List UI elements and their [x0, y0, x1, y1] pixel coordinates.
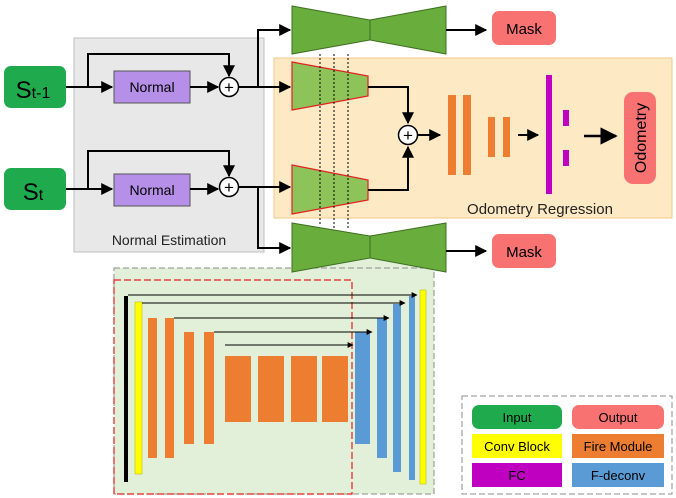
detail-encoder-dashed-box: [113, 279, 353, 495]
detail-skip-connections: [128, 292, 418, 348]
input-connections: [66, 53, 235, 195]
detail-input-bar: [124, 296, 128, 482]
svg-text:Fire Module: Fire Module: [584, 439, 653, 454]
fc-layer-small-bottom: [563, 150, 569, 166]
mask-output-bottom: [492, 234, 556, 268]
detail-fire-modules: [148, 318, 348, 458]
mask-decoder-bottom: [369, 222, 447, 273]
legend-item-fc: FC: [472, 463, 562, 487]
legend-item-conv-block: Conv Block: [472, 434, 562, 458]
svg-text:FC: FC: [508, 468, 525, 483]
svg-text:F-deconv: F-deconv: [591, 468, 646, 483]
mask-encoder-top: [291, 5, 371, 55]
detail-deconv-layers: [355, 296, 415, 480]
input-st-1-sub: t-1: [32, 85, 51, 102]
branch-connections: [239, 24, 292, 254]
normal-estimation-region: [73, 37, 265, 253]
odometry-encoder-bottom: [291, 164, 369, 215]
normal-box-bottom-label: Normal: [129, 182, 174, 198]
svg-text:+: +: [224, 178, 234, 197]
input-st-1: St-1: [4, 66, 66, 108]
legend-item-f-deconv: F-deconv: [572, 463, 664, 487]
normal-box-bottom: [113, 173, 191, 207]
input-st-1-main: S: [16, 77, 32, 104]
detail-conv-block-right: [419, 289, 427, 485]
plus-circle-top: +: [218, 76, 240, 98]
legend-item-fire-module: Fire Module: [572, 434, 664, 458]
detail-conv-block-left: [134, 301, 143, 475]
normal-estimation-label: Normal Estimation: [112, 232, 226, 248]
plus-circle-bottom: +: [218, 176, 240, 198]
svg-text:+: +: [224, 78, 234, 97]
mask-decoder-top: [369, 5, 447, 55]
plus-circle-merge: +: [397, 124, 419, 146]
mask-output-top: [492, 11, 556, 45]
mask-output-bottom-label: Mask: [506, 244, 542, 261]
legend-item-input: Input: [472, 405, 562, 429]
fc-layer-small-top: [563, 110, 569, 126]
fc-layer-large: [546, 75, 552, 194]
svg-text:Conv Block: Conv Block: [484, 439, 550, 454]
odometry-regression-label: Odometry Regression: [467, 201, 613, 218]
svg-text:Input: Input: [503, 410, 532, 425]
normal-box-top-label: Normal: [129, 79, 174, 95]
merge-connections: [368, 86, 442, 191]
svg-text:St-1: St-1: [16, 77, 51, 104]
regression-fire-modules: [448, 95, 510, 175]
legend-item-output: Output: [572, 405, 664, 429]
svg-text:+: +: [403, 126, 413, 145]
input-st-main: S: [23, 179, 39, 206]
mask-output-top-label: Mask: [506, 21, 542, 38]
input-st: St: [4, 168, 66, 210]
odometry-output: [624, 92, 656, 184]
odometry-output-label: Odometry: [633, 103, 650, 173]
svg-text:Output: Output: [598, 410, 637, 425]
shared-weight-lines: [319, 54, 349, 230]
input-st-sub: t: [39, 187, 44, 204]
odometry-encoder-top: [291, 61, 369, 111]
normal-box-top: [113, 70, 191, 104]
svg-text:St: St: [23, 179, 44, 206]
